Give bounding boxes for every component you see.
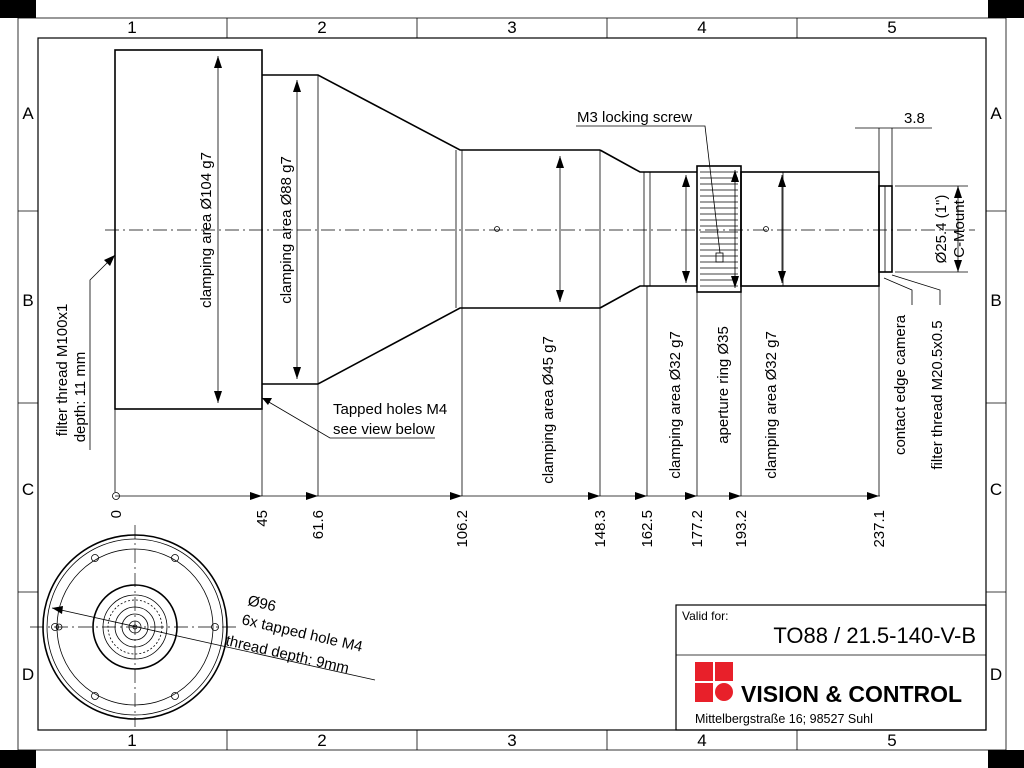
screw-hole-2: [763, 226, 769, 232]
col-label-top-4: 4: [697, 18, 706, 37]
aperture-ring: [696, 165, 742, 293]
m3-locking-screw: [715, 252, 724, 263]
tapped-hole-6: [51, 623, 59, 631]
tapped-hole-4: [171, 692, 179, 700]
leader-filter-m100: [89, 254, 116, 450]
dim-3-8: 3.8: [904, 110, 925, 127]
col-label-bottom-2: 2: [317, 731, 326, 750]
label-c-mount-diameter: Ø25.4 (1"): [933, 195, 950, 264]
label-clamp-88: clamping area Ø88 g7: [278, 156, 295, 304]
label-filter-m100: filter thread M100x1: [54, 304, 71, 437]
label-contact-edge: contact edge camera: [892, 314, 909, 455]
dim-pos-162-5: 162.5: [639, 510, 656, 548]
part-number: TO88 / 21.5-140-V-B: [773, 623, 976, 648]
row-label-right-a: A: [990, 104, 1002, 123]
tapped-hole-3: [211, 623, 219, 631]
label-clamp-45: clamping area Ø45 g7: [540, 336, 557, 484]
label-m3-screw: M3 locking screw: [577, 109, 692, 126]
inner-border: [37, 37, 987, 731]
row-label-right-c: C: [990, 480, 1002, 499]
lens-front-view: [30, 525, 240, 727]
company-address: Mittelbergstraße 16; 98527 Suhl: [695, 712, 873, 726]
dim-pos-193-2: 193.2: [733, 510, 750, 548]
col-label-bottom-1: 1: [127, 731, 136, 750]
col-label-top-3: 3: [507, 18, 516, 37]
leader-contact-edge: [883, 277, 913, 305]
leader-m3-screw: [576, 125, 721, 254]
label-see-view-below: see view below: [333, 421, 435, 438]
tapped-hole-5: [91, 692, 99, 700]
outer-frame: [17, 17, 1007, 751]
label-filter-depth: depth: 11 mm: [72, 352, 89, 443]
dim-pos-61-6: 61.6: [310, 510, 327, 539]
diameter-dim-arrows: [214, 56, 962, 403]
row-label-right-b: B: [990, 291, 1001, 310]
col-label-bottom-4: 4: [697, 731, 706, 750]
front-barrel: [114, 49, 263, 410]
corner-mark-tl: [0, 0, 36, 18]
label-front-diameter: Ø96: [246, 592, 277, 615]
dim-pos-177-2: 177.2: [689, 510, 706, 548]
col-label-top-2: 2: [317, 18, 326, 37]
dim-pos-237-1: 237.1: [871, 510, 888, 548]
leader-front-dim: [51, 607, 376, 681]
label-clamp-32b: clamping area Ø32 g7: [763, 331, 780, 479]
leader-tapped-holes-arrow: [262, 398, 272, 405]
company-name: VISION & CONTROL: [741, 681, 962, 707]
row-label-left-c: C: [22, 480, 34, 499]
rear-body: [740, 171, 880, 287]
ordinate-arrows: [250, 492, 879, 500]
ordinate-extensions: [114, 286, 880, 496]
ordinate-origin: [112, 492, 120, 500]
dim-pos-106-2: 106.2: [454, 510, 471, 548]
col-label-top-1: 1: [127, 18, 136, 37]
title-block: Valid for: TO88 / 21.5-140-V-B VISION & …: [675, 604, 987, 731]
company-logo: [695, 662, 733, 702]
dim-pos-45: 45: [254, 510, 271, 527]
row-label-left-b: B: [22, 291, 33, 310]
valid-for-label: Valid for:: [682, 609, 728, 623]
tapped-hole-1: [91, 554, 99, 562]
leader-filter-m20: [891, 274, 941, 305]
lens-side-view: [105, 49, 975, 410]
row-label-right-d: D: [990, 665, 1002, 684]
tapped-hole-2: [171, 554, 179, 562]
taper-2-bottom: [599, 285, 697, 309]
row-label-left-d: D: [22, 665, 34, 684]
label-aperture-ring: aperture ring Ø35: [715, 326, 732, 444]
taper-top: [262, 74, 600, 151]
aperture-knurl: [700, 171, 738, 287]
col-label-bottom-3: 3: [507, 731, 516, 750]
dim-pos-0: 0: [108, 510, 125, 518]
corner-mark-tr: [988, 0, 1024, 18]
screw-hole-1: [494, 226, 500, 232]
col-label-bottom-5: 5: [887, 731, 896, 750]
dim-pos-148-3: 148.3: [592, 510, 609, 548]
corner-mark-br: [988, 750, 1024, 768]
leader-tapped-holes: [261, 397, 435, 439]
col-label-top-5: 5: [887, 18, 896, 37]
row-label-left-a: A: [22, 104, 34, 123]
taper-bottom: [262, 307, 600, 385]
zone-dividers: [18, 18, 1006, 750]
label-clamp-32a: clamping area Ø32 g7: [667, 331, 684, 479]
c-mount-thread: [878, 185, 893, 273]
label-tapped-holes: Tapped holes M4: [333, 401, 447, 418]
taper-2-top: [599, 149, 697, 173]
diameter-dim-lines: [217, 56, 968, 403]
corner-mark-bl: [0, 750, 36, 768]
leader-filter-m100-arrow: [104, 255, 115, 266]
label-filter-m20: filter thread M20.5x0.5: [929, 320, 946, 469]
label-c-mount: C-Mount: [951, 199, 968, 257]
leader-front-dim-arrow: [52, 606, 63, 614]
label-clamp-104: clamping area Ø104 g7: [198, 152, 215, 308]
